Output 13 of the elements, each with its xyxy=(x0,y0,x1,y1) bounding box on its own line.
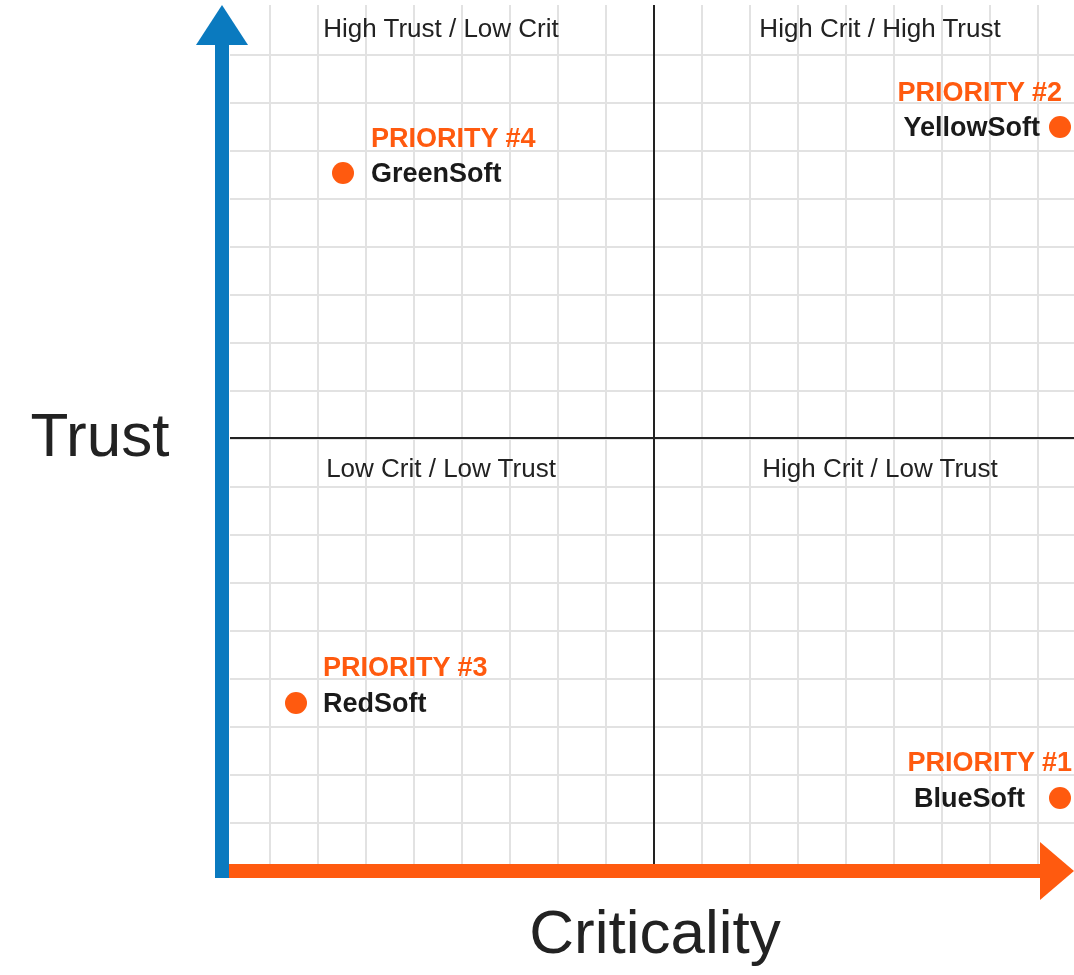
quadrant-label: High Crit / High Trust xyxy=(759,15,1001,41)
quadrant-label: High Trust / Low Crit xyxy=(323,15,559,41)
item-name: GreenSoft xyxy=(371,159,502,187)
axis-title: Trust xyxy=(30,404,170,466)
priority-label: PRIORITY #2 xyxy=(897,78,1062,106)
quadrant-label: High Crit / Low Trust xyxy=(762,455,998,481)
item-name: YellowSoft xyxy=(903,113,1040,141)
item-name: RedSoft xyxy=(323,689,427,717)
priority-label: PRIORITY #3 xyxy=(323,653,488,681)
priority-label: PRIORITY #4 xyxy=(371,124,536,152)
item-name: BlueSoft xyxy=(914,784,1025,812)
quadrant-label: Low Crit / Low Trust xyxy=(326,455,556,481)
priority-label: PRIORITY #1 xyxy=(907,748,1072,776)
